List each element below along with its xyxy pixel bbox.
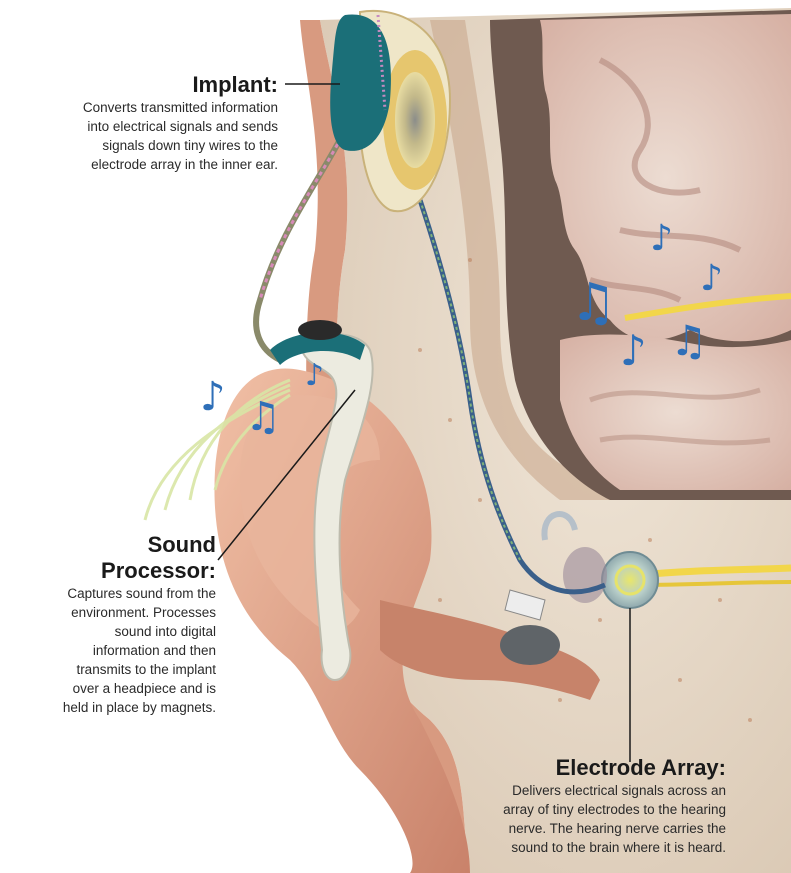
implant-desc-line: electrode array in the inner ear. [10, 155, 278, 174]
implant-desc-line: Converts transmitted information [10, 98, 278, 117]
sound-processor-desc-line: held in place by magnets. [10, 698, 216, 717]
electrode-array-label: Electrode Array: Delivers electrical sig… [430, 755, 726, 857]
implant-desc-line: into electrical signals and sends [10, 117, 278, 136]
music-note-icon: ♫ [570, 273, 617, 333]
music-note-icon: ♫ [245, 394, 281, 440]
sound-processor-title-line-2: Processor: [10, 558, 216, 584]
music-note-icon: ♫ [670, 316, 708, 365]
music-note-icon: ♪ [620, 326, 647, 375]
electrode-array-desc-line: array of tiny electrodes to the hearing [430, 800, 726, 819]
sound-processor-desc-line: transmits to the implant [10, 660, 216, 679]
sound-processor-title-line-1: Sound [10, 532, 216, 558]
music-note-icon: ♪ [650, 218, 673, 259]
music-note-icon: ♪ [700, 258, 723, 299]
electrode-array-desc-line: nerve. The hearing nerve carries the [430, 819, 726, 838]
sound-processor-description: Captures sound from the environment. Pro… [10, 584, 216, 717]
music-note-icon: ♪ [200, 374, 226, 420]
sound-processor-desc-line: environment. Processes [10, 603, 216, 622]
sound-processor-desc-line: over a headpiece and is [10, 679, 216, 698]
sound-processor-desc-line: sound into digital [10, 622, 216, 641]
sound-processor-desc-line: Captures sound from the [10, 584, 216, 603]
electrode-array-desc-line: Delivers electrical signals across an [430, 781, 726, 800]
implant-description: Converts transmitted information into el… [10, 98, 278, 174]
implant-label: Implant: Converts transmitted informatio… [10, 72, 278, 174]
electrode-array-desc-line: sound to the brain where it is heard. [430, 838, 726, 857]
implant-title: Implant: [10, 72, 278, 98]
sound-processor-label: Sound Processor: Captures sound from the… [10, 532, 216, 717]
electrode-array-description: Delivers electrical signals across an ar… [430, 781, 726, 857]
implant-desc-line: signals down tiny wires to the [10, 136, 278, 155]
sound-processor-desc-line: information and then [10, 641, 216, 660]
electrode-array-title: Electrode Array: [430, 755, 726, 781]
music-note-icon: ♪ [305, 358, 324, 393]
